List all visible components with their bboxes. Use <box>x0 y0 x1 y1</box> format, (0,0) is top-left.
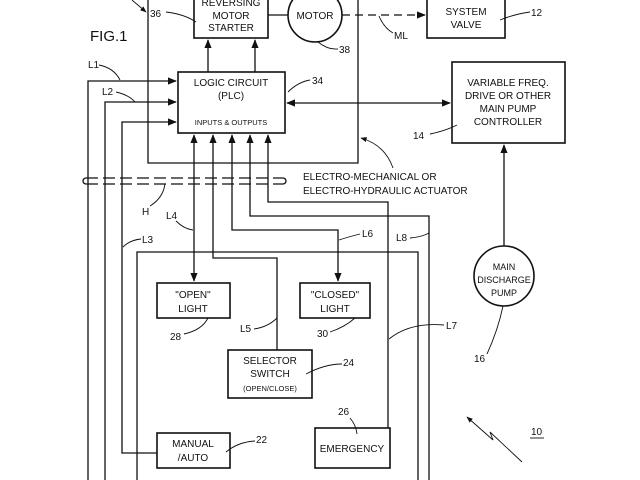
line-l7 <box>264 134 389 428</box>
leader-24 <box>305 363 343 375</box>
manual-line-1: MANUAL <box>172 439 214 450</box>
closed-light-line-1: "CLOSED" <box>311 290 360 301</box>
label-l3: L3 <box>142 235 154 246</box>
ref-26: 26 <box>338 407 350 418</box>
manual-auto-block: MANUAL /AUTO <box>156 432 231 469</box>
ref-12: 12 <box>531 8 543 19</box>
actuator-top-arrow <box>131 0 147 13</box>
line-l6 <box>228 134 342 282</box>
leader-22 <box>225 440 256 453</box>
label-l5: L5 <box>240 324 252 335</box>
selector-line-2: SWITCH <box>250 369 289 380</box>
emergency-block: EMERGENCY <box>314 427 391 469</box>
open-light-line-2: LIGHT <box>178 304 207 315</box>
ref-34: 34 <box>312 76 324 87</box>
logic-line-3: INPUTS & OUTPUTS <box>195 118 268 127</box>
ref-22: 22 <box>256 435 268 446</box>
ref-38: 38 <box>339 45 351 56</box>
pump-line-2: DISCHARGE <box>477 275 531 285</box>
leader-l2 <box>115 91 136 103</box>
vfd-line-2: DRIVE OR OTHER <box>465 91 551 102</box>
actuator-leader <box>360 137 394 169</box>
leader-38 <box>317 41 339 50</box>
vfd-line-1: VARIABLE FREQ. <box>467 78 549 89</box>
ref-28: 28 <box>170 332 182 343</box>
logic-line-1: LOGIC CIRCUIT <box>194 78 268 89</box>
label-l1: L1 <box>88 60 100 71</box>
selector-line-1: SELECTOR <box>243 356 297 367</box>
ref-16: 16 <box>474 354 486 365</box>
label-l6: L6 <box>362 229 374 240</box>
leader-l8 <box>409 232 430 239</box>
leader-16 <box>486 305 504 355</box>
ml-label: ML <box>394 31 408 42</box>
closed-light-line-2: LIGHT <box>320 304 349 315</box>
starter-line-3: STARTER <box>208 23 254 34</box>
leader-14 <box>429 124 458 135</box>
label-l8: L8 <box>396 233 408 244</box>
main-discharge-pump: MAIN DISCHARGE PUMP <box>473 245 535 307</box>
reversing-motor-starter-block: REVERSING MOTOR STARTER <box>193 0 269 39</box>
pump-line-3: PUMP <box>491 288 517 298</box>
valve-line-2: VALVE <box>451 20 482 31</box>
system-valve-block: SYSTEM VALVE <box>426 0 506 39</box>
ref-10: 10 <box>531 427 543 438</box>
leader-12 <box>499 11 531 21</box>
vfd-controller-block: VARIABLE FREQ. DRIVE OR OTHER MAIN PUMP … <box>451 61 566 144</box>
label-h: H <box>142 207 149 218</box>
figure-label: FIG.1 <box>90 28 128 45</box>
leader-l3 <box>122 238 142 248</box>
motor-label: MOTOR <box>296 11 333 22</box>
line-l8 <box>246 134 430 480</box>
motor-block: MOTOR <box>287 0 343 43</box>
leader-ml <box>378 15 394 34</box>
line-l3 <box>121 118 177 454</box>
open-light-line-1: "OPEN" <box>175 290 211 301</box>
leader-l7 <box>388 324 445 340</box>
selector-line-3: (OPEN/CLOSE) <box>243 384 297 393</box>
closed-light-block: "CLOSED" LIGHT <box>299 282 371 319</box>
leader-26 <box>349 417 358 435</box>
vfd-line-4: CONTROLLER <box>474 117 542 128</box>
control-panel-outline <box>136 251 419 480</box>
pump-line-1: MAIN <box>493 262 516 272</box>
leader-l5 <box>253 317 278 330</box>
leader-36 <box>165 11 197 23</box>
ref-24: 24 <box>343 358 355 369</box>
ref-36: 36 <box>150 9 162 20</box>
leader-34 <box>287 79 311 93</box>
leader-l4 <box>175 220 194 231</box>
emergency-label: EMERGENCY <box>320 444 385 455</box>
label-l7: L7 <box>446 321 458 332</box>
ref-30: 30 <box>317 329 329 340</box>
system-ref-arrow <box>466 416 523 463</box>
label-l4: L4 <box>166 211 178 222</box>
leader-30 <box>329 317 356 333</box>
leader-l1 <box>98 64 121 81</box>
logic-line-2: (PLC) <box>218 91 244 102</box>
label-l2: L2 <box>102 87 114 98</box>
vfd-line-3: MAIN PUMP <box>480 104 537 115</box>
line-l2 <box>104 98 177 480</box>
harness-h <box>82 177 287 185</box>
selector-switch-block: SELECTOR SWITCH (OPEN/CLOSE) <box>227 349 313 399</box>
line-l1 <box>87 77 177 480</box>
starter-line-2: MOTOR <box>212 11 249 22</box>
leader-l6 <box>338 233 361 241</box>
manual-line-2: /AUTO <box>178 453 209 464</box>
valve-line-1: SYSTEM <box>445 7 486 18</box>
open-light-block: "OPEN" LIGHT <box>156 282 231 319</box>
starter-line-1: REVERSING <box>202 0 261 9</box>
ref-14: 14 <box>413 131 425 142</box>
logic-circuit-block: LOGIC CIRCUIT (PLC) INPUTS & OUTPUTS <box>177 71 286 134</box>
actuator-line-2: ELECTRO-HYDRAULIC ACTUATOR <box>303 186 468 197</box>
leader-h <box>149 183 166 207</box>
actuator-line-1: ELECTRO-MECHANICAL OR <box>303 172 437 183</box>
leader-28 <box>183 317 209 335</box>
